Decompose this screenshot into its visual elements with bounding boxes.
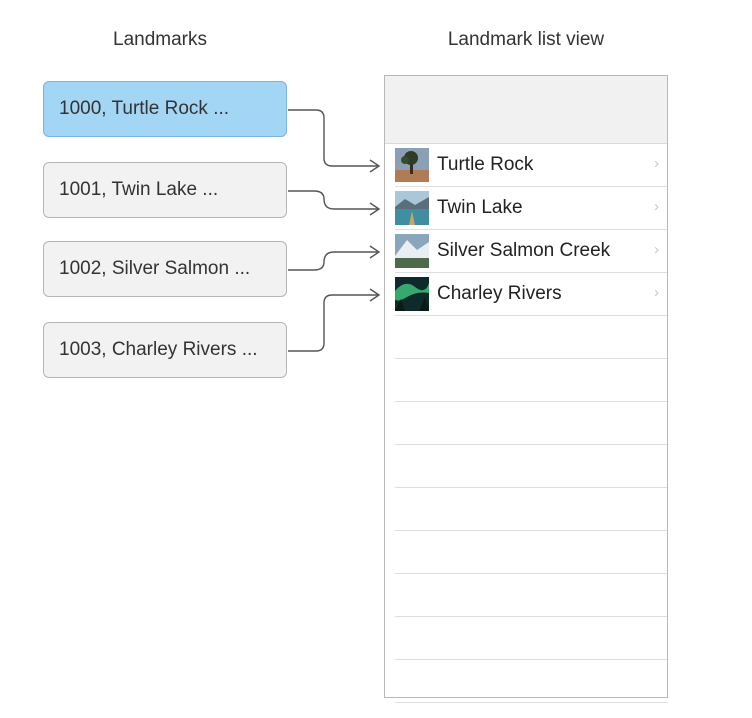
empty-row (395, 316, 667, 359)
record-1000[interactable]: 1000, Turtle Rock ... (43, 81, 287, 137)
empty-row (395, 488, 667, 531)
chevron-right-icon: › (654, 155, 659, 172)
arrowhead (369, 245, 381, 259)
row-name: Twin Lake (437, 197, 523, 218)
connector-1002-to-silver-salmon (288, 251, 378, 271)
list-row-turtle-rock[interactable]: Turtle Rock › (395, 144, 667, 187)
silver-salmon-creek-thumbnail (395, 234, 429, 268)
empty-row (395, 660, 667, 703)
chevron-right-icon: › (654, 284, 659, 301)
empty-row (395, 402, 667, 445)
navigation-bar (385, 76, 667, 144)
connector-1003-to-charley-rivers (288, 294, 378, 352)
list-row-silver-salmon-creek[interactable]: Silver Salmon Creek › (395, 230, 667, 273)
twin-lake-thumbnail (395, 191, 429, 225)
empty-row (395, 531, 667, 574)
arrowhead (369, 202, 381, 216)
record-1002[interactable]: 1002, Silver Salmon ... (43, 241, 287, 297)
list-row-twin-lake[interactable]: Twin Lake › (395, 187, 667, 230)
landmark-list-view: Turtle Rock › Twin Lake › Silver Salmon … (384, 75, 668, 703)
record-label: 1001, Twin Lake ... (59, 179, 219, 200)
empty-row (395, 445, 667, 488)
landmarks-title: Landmarks (113, 29, 207, 50)
row-name: Silver Salmon Creek (437, 240, 611, 261)
empty-row (395, 574, 667, 617)
record-label: 1003, Charley Rivers ... (59, 339, 258, 360)
arrowhead (369, 159, 381, 173)
landmark-list-view-title: Landmark list view (447, 29, 605, 50)
arrowhead (369, 288, 381, 302)
turtle-rock-thumbnail (395, 148, 429, 182)
record-label: 1002, Silver Salmon ... (59, 258, 251, 279)
row-name: Turtle Rock (437, 154, 534, 175)
list-row-charley-rivers[interactable]: Charley Rivers › (395, 273, 667, 316)
chevron-right-icon: › (654, 198, 659, 215)
connector-1000-to-turtle-rock (288, 109, 378, 167)
row-name: Charley Rivers (437, 283, 562, 304)
record-1003[interactable]: 1003, Charley Rivers ... (43, 322, 287, 378)
record-label: 1000, Turtle Rock ... (59, 98, 230, 119)
connector-1001-to-twin-lake (288, 190, 378, 210)
chevron-right-icon: › (654, 241, 659, 258)
record-1001[interactable]: 1001, Twin Lake ... (43, 162, 287, 218)
empty-row (395, 617, 667, 660)
charley-rivers-thumbnail (395, 277, 429, 311)
empty-row (395, 359, 667, 402)
